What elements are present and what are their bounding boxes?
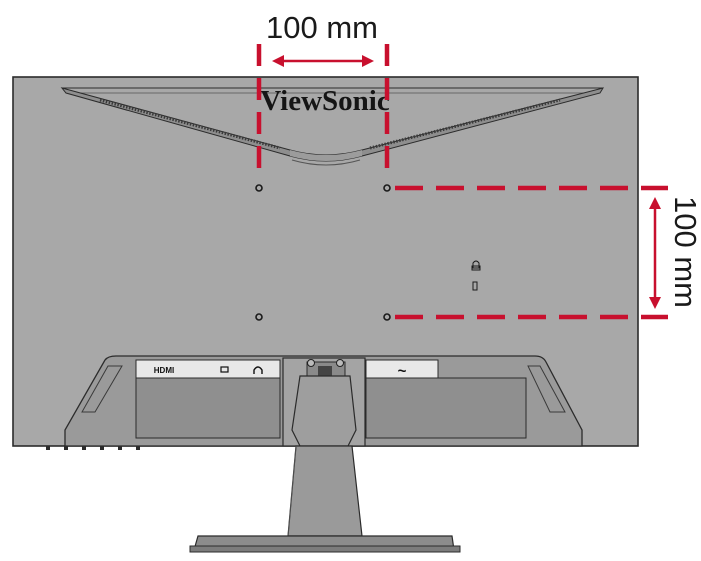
vertical-dimension-label: 100 mm [668,196,701,308]
top-recess [60,87,605,166]
horizontal-dimension-label: 100 mm [266,10,378,45]
power-icon: ~ [398,363,407,380]
vertical-dimension-arrow [649,197,661,309]
vesa-guides [256,44,668,320]
mounting-hole-icon [255,184,263,192]
mounting-hole-icon [383,184,391,192]
control-buttons [46,446,140,450]
mounting-hole-icon [383,313,391,321]
kensington-slot [472,281,478,291]
mounting-hole-icon [255,313,263,321]
stand [189,357,461,553]
hdmi-label: HDMI [154,366,174,375]
brand-logo: ViewSonic [260,85,390,117]
vesa-holes [255,184,391,321]
lock-icon [471,260,481,271]
headphone-icon [253,366,263,374]
horizontal-dimension-arrow [272,55,374,67]
dc-port-icon [220,366,229,373]
